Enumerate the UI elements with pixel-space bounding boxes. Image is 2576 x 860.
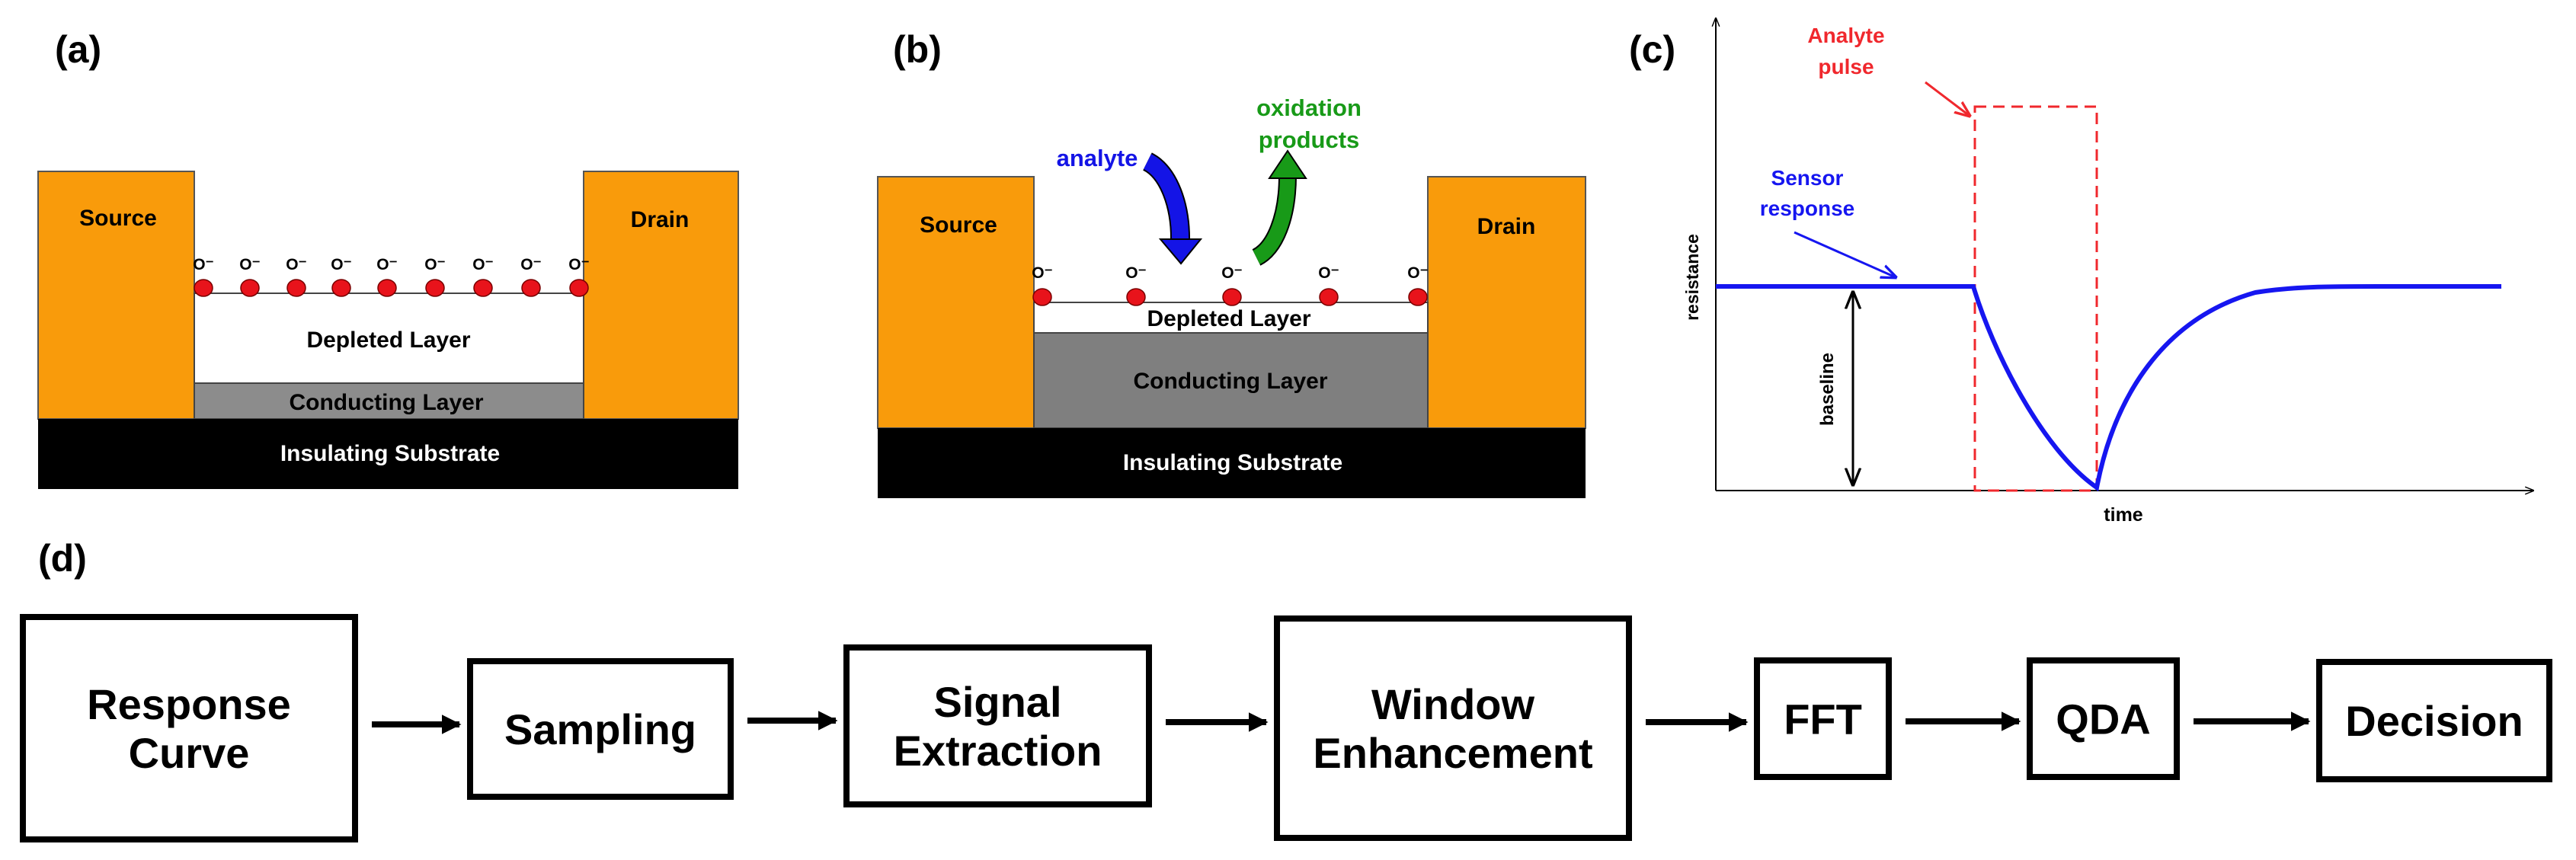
oxygen-ion-dot (521, 279, 541, 297)
oxygen-ion-label: O⁻ (520, 256, 541, 273)
flowchart-step-box (1274, 615, 1632, 841)
flowchart-step-label: Signal (933, 678, 1061, 726)
sensor-response-label-line2: response (1760, 197, 1855, 220)
oxygen-ion-label: O⁻ (1407, 264, 1428, 282)
source-electrode (37, 171, 195, 420)
oxygen-ion-dot (1408, 288, 1428, 306)
adsorbed-oxygen-row: O⁻ O⁻ O⁻ O⁻ O⁻ O⁻ O⁻ O⁻ O⁻ (193, 256, 590, 297)
flowchart-step-label: Curve (129, 729, 250, 777)
oxygen-ion-label: O⁻ (1318, 264, 1339, 282)
analyte-label: analyte (1057, 145, 1138, 171)
panel-b-label: (b) (893, 28, 942, 71)
flowchart-step-label: Sampling (504, 705, 696, 753)
flowchart-step-label: QDA (2056, 695, 2150, 743)
panel-c-label: (c) (1629, 28, 1675, 71)
analyte-pulse-window (1973, 105, 2098, 492)
oxygen-ion-label: O⁻ (472, 256, 493, 273)
oxidation-products-label-line1: oxidation (1256, 94, 1362, 121)
oxygen-ion-label: O⁻ (1125, 264, 1146, 282)
flowchart-step-label: Decision (2345, 697, 2523, 745)
oxygen-ion-dot (425, 279, 445, 297)
oxygen-ion-dot (240, 279, 260, 297)
flowchart-step-label: Response (87, 680, 291, 728)
oxygen-ion-dot (286, 279, 306, 297)
source-label: Source (920, 213, 997, 238)
depleted-layer-label: Depleted Layer (306, 328, 470, 353)
oxygen-ion-label: O⁻ (376, 256, 397, 273)
oxygen-ion-dot (331, 279, 351, 297)
y-axis-label: resistance (1682, 234, 1702, 321)
oxygen-ion-dot (473, 279, 493, 297)
oxygen-ion-dot (194, 279, 213, 297)
adsorbed-oxygen-row: O⁻ O⁻ O⁻ O⁻ O⁻ (1032, 264, 1429, 306)
drain-label: Drain (631, 207, 690, 232)
oxygen-ion-label: O⁻ (193, 256, 213, 273)
oxygen-ion-dot (569, 279, 589, 297)
panel-a-label: (a) (55, 28, 101, 71)
conducting-layer-label: Conducting Layer (1133, 369, 1327, 394)
flowchart-step-label: FFT (1784, 695, 1862, 743)
oxygen-ion-label: O⁻ (424, 256, 445, 273)
oxygen-ion-dot (1126, 288, 1146, 306)
oxygen-ion-label: O⁻ (239, 256, 260, 273)
conducting-layer-label: Conducting Layer (289, 390, 483, 415)
panel-a: (a) Source Drain Depleted Layer Conducti… (37, 28, 739, 489)
flowchart-step-box (2316, 659, 2552, 782)
insulating-substrate (38, 419, 738, 489)
analyte-pulse-pointer (1925, 81, 1970, 116)
oxygen-ion-dot (377, 279, 397, 297)
drain-electrode (583, 171, 739, 420)
analyte-arrow (1142, 152, 1203, 265)
baseline-label: baseline (1817, 353, 1838, 426)
source-label: Source (79, 206, 157, 231)
flowchart-step-box (2027, 657, 2180, 780)
flowchart-step-box (843, 644, 1152, 807)
oxidation-products-arrow (1251, 149, 1307, 266)
conducting-layer (194, 382, 584, 420)
flowchart-step-box (20, 614, 358, 842)
flowchart-step-label: Window (1371, 680, 1535, 728)
oxygen-ion-label: O⁻ (331, 256, 351, 273)
flowchart-step-label: Extraction (894, 727, 1102, 775)
flowchart-step-box (467, 658, 734, 800)
flowchart-step-box (1754, 657, 1892, 780)
oxygen-ion-label: O⁻ (568, 256, 589, 273)
oxygen-ion-label: O⁻ (1032, 264, 1052, 282)
sensor-response-label-line1: Sensor (1771, 166, 1844, 190)
oxygen-ion-dot (1319, 288, 1339, 306)
sensor-response-curve (1716, 284, 2501, 492)
substrate-label: Insulating Substrate (1123, 450, 1342, 475)
substrate-label: Insulating Substrate (280, 441, 500, 466)
oxidation-products-label-line2: products (1259, 126, 1360, 153)
analyte-pulse-label-line1: Analyte (1807, 24, 1884, 47)
depleted-layer-label: Depleted Layer (1147, 306, 1310, 331)
panel-c: (c) resistance time Analyte pulse Sensor… (1629, 18, 2533, 526)
flowchart-step-label: Enhancement (1313, 729, 1592, 777)
depleted-layer (1033, 302, 1429, 334)
drain-label: Drain (1477, 214, 1536, 239)
oxygen-ion-dot (1032, 288, 1052, 306)
oxygen-ion-label: O⁻ (286, 256, 306, 273)
oxygen-ion-label: O⁻ (1221, 264, 1242, 282)
panel-d-label: (d) (38, 537, 87, 580)
analyte-pulse-label-line2: pulse (1818, 55, 1874, 78)
panel-b: (b) Source Drain Depleted Layer Conducti… (877, 28, 1586, 498)
oxygen-ion-dot (1222, 288, 1242, 306)
x-axis-label: time (2104, 504, 2143, 526)
sensor-response-pointer (1794, 231, 1896, 277)
conducting-layer (1033, 332, 1429, 429)
insulating-substrate (878, 428, 1586, 498)
